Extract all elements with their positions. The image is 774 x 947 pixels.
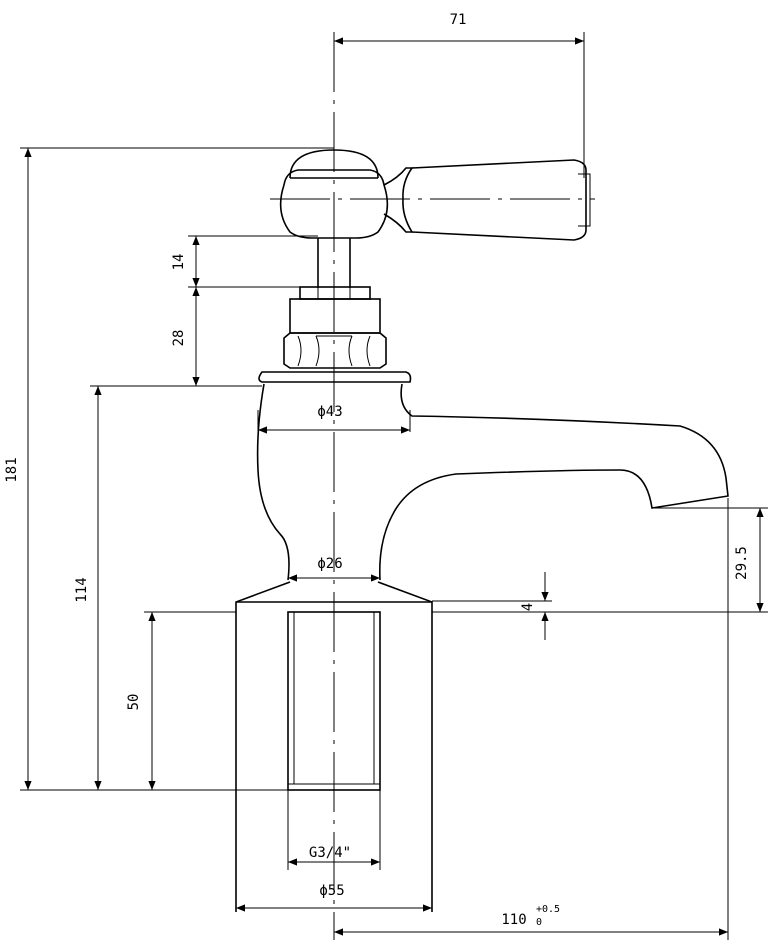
label-181: 181 xyxy=(4,457,20,482)
label-114: 114 xyxy=(74,577,90,602)
label-phi43: ϕ43 xyxy=(317,404,342,420)
label-14: 14 xyxy=(171,254,187,271)
label-110-tol-upper: +0.5 xyxy=(536,904,560,915)
extension-lines xyxy=(20,32,768,940)
label-110-tol-lower: 0 xyxy=(536,917,542,928)
label-phi55: ϕ55 xyxy=(319,883,344,899)
label-4: 4 xyxy=(520,603,536,611)
nut-assembly xyxy=(283,286,387,369)
handle-head xyxy=(279,149,414,239)
stem xyxy=(317,238,351,288)
dimension-lines xyxy=(24,37,764,936)
label-71: 71 xyxy=(450,12,467,28)
label-28: 28 xyxy=(171,330,187,347)
label-g34: G3/4" xyxy=(309,845,351,861)
dimension-labels: 71 181 14 28 114 50 29.5 4 ϕ43 ϕ26 G3/4"… xyxy=(4,12,750,928)
label-29-5: 29.5 xyxy=(734,546,750,580)
tap-body xyxy=(235,383,729,612)
cap-plate xyxy=(258,371,412,383)
label-50: 50 xyxy=(126,694,142,711)
label-110: 110 xyxy=(501,912,526,928)
label-phi26: ϕ26 xyxy=(317,556,342,572)
shank xyxy=(235,611,433,912)
handle-lever xyxy=(411,159,591,241)
